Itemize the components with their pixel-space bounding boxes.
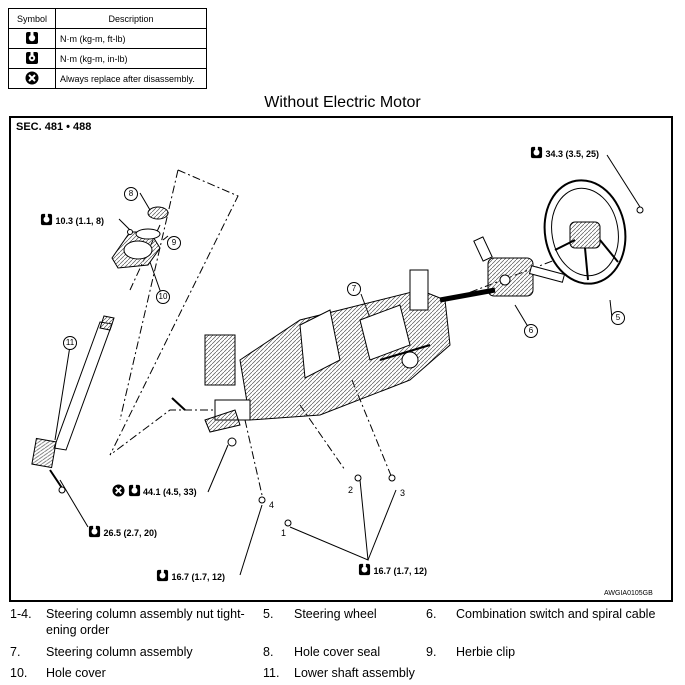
torque-wrench-icon xyxy=(156,569,169,582)
figure-id: AWGIA0105GB xyxy=(604,590,653,597)
torque-value-wheel: 34.3 (3.5, 25) xyxy=(545,149,600,159)
order-number-3: 3 xyxy=(400,488,406,498)
torque-wrench-icon xyxy=(40,213,53,226)
caption-text-7: Steering column assembly xyxy=(46,645,193,659)
torque-value-cover: 10.3 (1.1, 8) xyxy=(55,216,105,226)
order-number-1: 1 xyxy=(281,528,287,538)
torque-label-nut-left: 16.7 (1.7, 12) xyxy=(156,569,225,582)
order-number-2: 2 xyxy=(348,485,354,495)
caption-text-9: Herbie clip xyxy=(456,645,516,659)
lower-shaft-drawing xyxy=(31,315,115,494)
caption-text-6: Combination switch and spiral cable xyxy=(456,607,656,621)
caption-text-1: Steering column assembly nut tight-ening… xyxy=(46,607,245,637)
torque-label-cover: 10.3 (1.1, 8) xyxy=(40,213,104,226)
torque-value-joint: 44.1 (4.5, 33) xyxy=(143,487,197,497)
caption-text-10: Hole cover xyxy=(46,666,106,680)
callout-6: 6 xyxy=(524,324,538,338)
diagram-title: Without Electric Motor xyxy=(264,94,421,111)
torque-label-lower: 26.5 (2.7, 20) xyxy=(88,525,157,538)
caption-number-8: 8. xyxy=(263,645,274,659)
always-replace-icon xyxy=(112,484,125,497)
caption-text-11: Lower shaft assembly xyxy=(294,666,415,680)
caption-number-11: 11. xyxy=(263,666,280,680)
symbol-legend-table: Symbol Description N·m (kg-m, ft-lb) N·m… xyxy=(8,8,207,89)
callout-7: 7 xyxy=(347,282,361,296)
diagram-frame xyxy=(9,116,673,602)
caption-text-8: Hole cover seal xyxy=(294,645,381,659)
steering-column-drawing xyxy=(204,269,496,433)
torque-label-joint: 44.1 (4.5, 33) xyxy=(112,484,197,497)
torque-value-nut-left: 16.7 (1.7, 12) xyxy=(171,572,226,582)
steering-wheel-drawing xyxy=(543,179,644,285)
order-number-4: 4 xyxy=(269,500,275,510)
caption-number-7: 7. xyxy=(10,645,21,659)
caption-number-9: 9. xyxy=(426,645,437,659)
callout-9: 9 xyxy=(167,236,181,250)
torque-wrench-icon xyxy=(128,484,140,497)
torque-wrench-icon xyxy=(8,28,56,49)
combination-switch-drawing xyxy=(473,236,566,297)
caption-number-1: 1-4. xyxy=(10,607,32,621)
torque-wrench-icon xyxy=(530,146,543,159)
torque-value-lower: 26.5 (2.7, 20) xyxy=(103,528,158,538)
callout-5: 5 xyxy=(611,311,625,325)
torque-value-nut-right: 16.7 (1.7, 12) xyxy=(373,566,428,576)
legend-row-3-description: Always replace after disassembly. xyxy=(55,68,207,89)
torque-wrench-icon xyxy=(88,525,101,538)
callout-8: 8 xyxy=(124,187,138,201)
caption-number-6: 6. xyxy=(426,607,437,621)
callout-10: 10 xyxy=(156,290,170,304)
caption-number-5: 5. xyxy=(263,607,274,621)
caption-number-10: 10. xyxy=(10,666,28,680)
torque-label-wheel: 34.3 (3.5, 25) xyxy=(530,146,599,159)
joint-bolt-nut xyxy=(227,437,237,447)
callout-11: 11 xyxy=(63,336,77,350)
caption-text-5: Steering wheel xyxy=(294,607,377,621)
hole-cover-drawing xyxy=(111,206,169,269)
section-reference: SEC. 481 • 488 xyxy=(16,121,92,133)
torque-label-nut-right: 16.7 (1.7, 12) xyxy=(358,563,427,576)
torque-wrench-icon xyxy=(358,563,371,576)
